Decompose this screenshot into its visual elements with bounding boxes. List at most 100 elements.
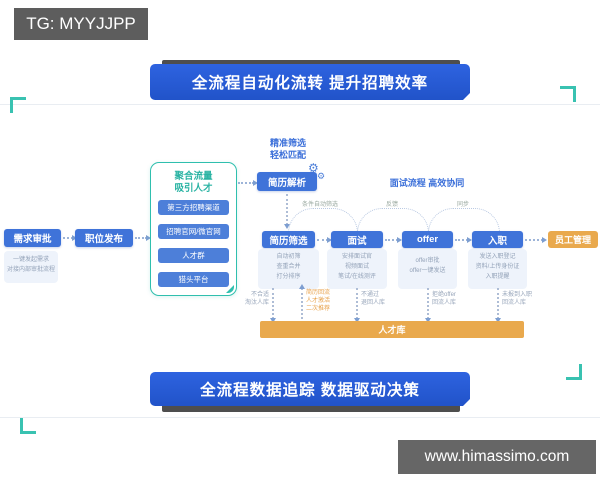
tg-watermark-text: TG: MYYJJPP xyxy=(26,14,136,33)
feedback-arc-1 xyxy=(288,208,358,233)
stage-demand-approval: 需求审批 xyxy=(4,229,61,247)
screening-notes-panel: 自动初筛 查重合并 打分排序 xyxy=(258,249,319,289)
interview-notes-panel: 安排面试官 视频面试 笔试/在线测评 xyxy=(327,249,387,289)
feedback-arc-2 xyxy=(357,208,429,233)
drop-line: 二次推荐 xyxy=(306,306,331,312)
card-edge-bottom xyxy=(0,417,600,418)
stage-offer: offer xyxy=(402,231,453,248)
sourcing-title: 聚合流量 吸引人才 xyxy=(151,171,236,195)
note: 笔试/在线测评 xyxy=(338,274,376,280)
stage-resume-screening: 简历筛选 xyxy=(262,231,315,248)
corner-bracket-bottom-right xyxy=(566,364,582,380)
drop-line: 不合适 xyxy=(250,292,269,298)
drop-arrow-offer-reject xyxy=(425,288,431,323)
card-edge-top xyxy=(0,104,600,105)
channel-label: 猎头平台 xyxy=(178,275,209,284)
top-banner: 全流程自动化流转 提升招聘效率 xyxy=(150,64,471,101)
stage-demand-approval-label: 需求审批 xyxy=(13,234,52,245)
note: offer审批 xyxy=(415,258,440,264)
parsing-caption-line2: 轻松匹配 xyxy=(269,150,306,160)
drop-line: 人才激活 xyxy=(306,298,331,304)
parsing-caption: 精准筛选 轻松匹配 xyxy=(250,137,326,161)
employee-management-label: 员工管理 xyxy=(554,235,591,245)
demand-approval-notes-panel: 一键发起需求 对接内部审批流程 xyxy=(4,251,58,283)
arrow-offer-to-onboarding xyxy=(455,237,472,243)
drop-line: 回流人库 xyxy=(502,300,527,306)
drop-label-reactivate: 简历回流 人才激活 二次推荐 xyxy=(306,289,338,313)
stage-label: 简历筛选 xyxy=(269,235,308,247)
arrow-interview-to-offer xyxy=(385,237,402,243)
sourcing-title-line1: 聚合流量 xyxy=(174,171,213,182)
parsing-caption-line1: 精准筛选 xyxy=(269,138,306,148)
resume-parsing-label: 简历解析 xyxy=(267,177,306,189)
channel-career-site: 招聘官网/微官网 xyxy=(158,224,229,239)
arc-label-3: 同步 xyxy=(456,202,469,208)
drop-arrow-interview-reject xyxy=(354,288,360,323)
corner-bracket-top-right xyxy=(560,86,576,102)
drop-line: 退回人库 xyxy=(361,300,386,306)
offer-notes-panel: offer审批 offer一键发送 xyxy=(398,249,457,289)
stage-employee-management: 员工管理 xyxy=(548,231,598,248)
note: 一键发起需求 xyxy=(12,257,49,263)
drop-line: 未报到入职 xyxy=(502,292,533,298)
sourcing-title-line2: 吸引人才 xyxy=(174,183,213,194)
note: 视频面试 xyxy=(344,264,369,270)
talent-pool-bar: 人才库 xyxy=(260,321,524,338)
note: 安排面试官 xyxy=(341,254,372,260)
arrow-screening-to-interview xyxy=(317,237,332,243)
arrow-sourcing-to-parsing xyxy=(238,180,258,186)
stage-interview: 面试 xyxy=(331,231,383,248)
drop-label-onboarding-noshow: 未报到入职 回流人库 xyxy=(502,291,542,307)
sourcing-channels-box: 聚合流量 吸引人才 第三方招聘渠道 招聘官网/微官网 人才群 猎头平台 xyxy=(150,162,237,296)
note: 自动初筛 xyxy=(276,254,301,260)
channel-headhunter: 猎头平台 xyxy=(158,272,229,287)
gear-icon: ⚙ xyxy=(317,171,326,181)
site-watermark-badge: www.himassimo.com xyxy=(398,440,596,474)
channel-third-party: 第三方招聘渠道 xyxy=(158,200,229,215)
stage-job-publish-label: 职位发布 xyxy=(84,234,123,245)
channel-label: 人才群 xyxy=(182,251,205,260)
top-banner-text: 全流程自动化流转 提升招聘效率 xyxy=(191,75,429,92)
drop-arrow-screening-reject xyxy=(270,288,276,323)
gear-icon: ⚙ xyxy=(308,161,319,175)
bottom-banner: 全流程数据追踪 数据驱动决策 xyxy=(150,372,471,407)
note: 对接内部审批流程 xyxy=(6,267,55,273)
channel-label: 招聘官网/微官网 xyxy=(166,227,221,236)
bottom-banner-text: 全流程数据追踪 数据驱动决策 xyxy=(200,382,420,399)
note: offer一键发送 xyxy=(409,268,446,274)
note: 发送入职登记 xyxy=(479,254,516,260)
stage-label: 入职 xyxy=(487,235,507,247)
corner-bracket-bottom-left xyxy=(20,418,36,434)
drop-line: 回流人库 xyxy=(432,300,457,306)
note: 资料/上传身份证 xyxy=(475,264,520,270)
note: 打分排序 xyxy=(276,274,301,280)
drop-line: 简历回流 xyxy=(306,290,331,296)
bottom-banner-shadow xyxy=(162,402,460,412)
drop-arrow-talent-reactivate xyxy=(299,284,305,319)
stage-job-publish: 职位发布 xyxy=(75,229,133,247)
channel-talent-group: 人才群 xyxy=(158,248,229,263)
note: 入职提醒 xyxy=(485,274,510,280)
stage-label: 面试 xyxy=(347,235,367,247)
onboarding-notes-panel: 发送入职登记 资料/上传身份证 入职提醒 xyxy=(468,249,527,289)
drop-label-interview-reject: 不通过 退回人库 xyxy=(361,291,393,307)
drop-line: 不通过 xyxy=(361,292,380,298)
site-watermark-text: www.himassimo.com xyxy=(424,448,570,465)
stage-label: offer xyxy=(416,234,439,245)
interview-caption: 面试流程 高效协同 xyxy=(389,178,465,188)
arrow-approval-to-publish xyxy=(63,235,77,241)
tg-watermark-badge: TG: MYYJJPP xyxy=(14,8,148,40)
drop-label-screening-reject: 不合适 淘汰人库 xyxy=(240,291,269,307)
drop-label-offer-reject: 拒绝offer 回流人库 xyxy=(432,291,470,307)
feedback-arc-3 xyxy=(428,208,500,233)
corner-bracket-top-left xyxy=(10,97,26,113)
stage-onboarding: 入职 xyxy=(472,231,523,248)
drop-line: 淘汰人库 xyxy=(244,300,269,306)
channel-label: 第三方招聘渠道 xyxy=(167,203,220,212)
drop-arrow-onboarding-noshow xyxy=(495,288,501,323)
arc-label-2: 反馈 xyxy=(385,202,398,208)
arrow-onboarding-to-employee xyxy=(525,237,547,243)
resume-parsing-box: 简历解析 xyxy=(257,172,317,191)
arc-label-1: 条件自动筛选 xyxy=(301,202,338,208)
note: 查重合并 xyxy=(276,264,301,270)
